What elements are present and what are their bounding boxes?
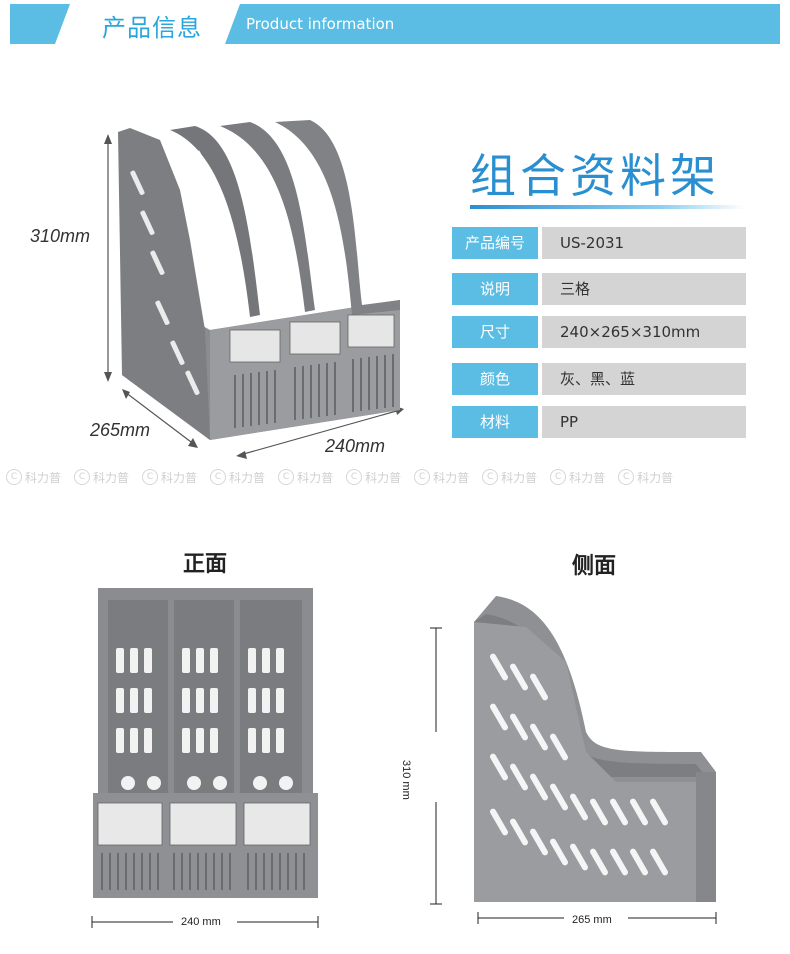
side-height-dim: 310 mm	[400, 760, 412, 800]
spec-key: 材料	[452, 406, 538, 438]
header-title-en: Product information	[246, 15, 395, 33]
watermark-logo-icon: C	[482, 469, 499, 485]
watermark-logo-icon: C	[142, 469, 159, 485]
watermark-logo-icon: C	[346, 469, 363, 485]
spec-value: PP	[542, 406, 746, 438]
side-depth-dim: 265 mm	[572, 914, 612, 926]
watermark-logo-icon: C	[74, 469, 91, 485]
front-view-image	[91, 588, 319, 929]
spec-row: 颜色 灰、黑、蓝	[452, 363, 746, 395]
watermark-logo-icon: C	[414, 469, 431, 485]
watermark-logo-icon: C	[550, 469, 567, 485]
product-name-underline	[470, 205, 745, 209]
watermark-logo-icon: C	[618, 469, 635, 485]
header-title-cn: 产品信息	[102, 14, 202, 42]
product-main-image	[104, 120, 404, 459]
spec-row: 材料 PP	[452, 406, 746, 438]
header-tab-shape	[10, 4, 240, 44]
spec-value: 三格	[542, 273, 746, 305]
spec-row: 说明 三格	[452, 273, 746, 305]
side-view-image	[429, 596, 717, 925]
watermark-logo-icon: C	[6, 469, 22, 485]
spec-row: 尺寸 240×265×310mm	[452, 316, 746, 348]
spec-value: US-2031	[542, 227, 746, 259]
front-view-label: 正面	[183, 552, 228, 577]
spec-key: 说明	[452, 273, 538, 305]
spec-row: 产品编号 US-2031	[452, 227, 746, 259]
front-width-dim: 240 mm	[181, 916, 221, 928]
dim-height-label: 310mm	[30, 226, 91, 246]
spec-key: 产品编号	[452, 227, 538, 259]
spec-key: 尺寸	[452, 316, 538, 348]
spec-key: 颜色	[452, 363, 538, 395]
side-view-label: 侧面	[572, 554, 617, 579]
dim-width-label: 240mm	[325, 436, 386, 456]
header-bar: 产品信息 Product information	[10, 4, 780, 44]
watermark-logo-icon: C	[278, 469, 295, 485]
product-name: 组合资料架	[470, 149, 720, 203]
spec-value: 灰、黑、蓝	[542, 363, 746, 395]
dim-depth-label: 265mm	[90, 420, 151, 440]
watermark-logo-icon: C	[210, 469, 227, 485]
spec-value: 240×265×310mm	[542, 316, 746, 348]
